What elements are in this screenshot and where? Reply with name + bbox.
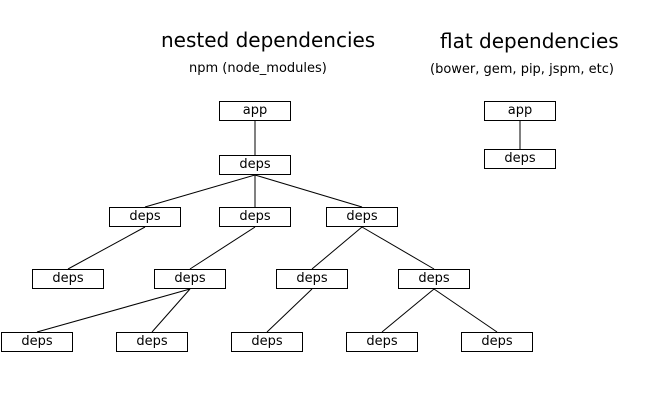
- nested-deps-node-level4-c: deps: [231, 332, 303, 352]
- edge-deps-to-left: [144, 174, 256, 208]
- nested-deps-node-level3-d: deps: [398, 269, 470, 289]
- nested-app-node: app: [219, 101, 291, 121]
- edge-l3d-to-l4d: [381, 288, 435, 333]
- nested-deps-node-level3-a: deps: [32, 269, 104, 289]
- flat-subtitle: (bower, gem, pip, jspm, etc): [430, 62, 614, 77]
- nested-deps-node-level2-a: deps: [109, 207, 181, 227]
- nested-title: nested dependencies: [161, 28, 376, 52]
- nested-deps-node-level2-c: deps: [326, 207, 398, 227]
- nested-subtitle: npm (node_modules): [189, 61, 327, 76]
- edge-middle-to-deps: [189, 226, 256, 270]
- nested-deps-node-level3-b: deps: [154, 269, 226, 289]
- edge-l3d-to-l4e: [433, 288, 498, 333]
- flat-app-node: app: [484, 101, 556, 121]
- flat-title: flat dependencies: [440, 29, 619, 53]
- nested-deps-node-level4-b: deps: [116, 332, 188, 352]
- edge-l3b-to-l4a: [36, 288, 191, 333]
- nested-deps-node-level1: deps: [219, 155, 291, 175]
- nested-deps-node-level2-b: deps: [219, 207, 291, 227]
- nested-deps-node-level4-a: deps: [1, 332, 73, 352]
- nested-deps-node-level4-e: deps: [461, 332, 533, 352]
- edge-left-to-leaf: [67, 226, 146, 270]
- nested-deps-node-level4-d: deps: [346, 332, 418, 352]
- flat-deps-node: deps: [484, 149, 556, 169]
- edge-l3b-to-l4b: [151, 288, 191, 333]
- edge-right-to-deps-b: [361, 226, 435, 270]
- edge-deps-to-right: [254, 174, 363, 208]
- edge-right-to-deps-a: [311, 226, 363, 270]
- edge-l3c-to-l4c: [266, 288, 313, 333]
- nested-deps-node-level3-c: deps: [276, 269, 348, 289]
